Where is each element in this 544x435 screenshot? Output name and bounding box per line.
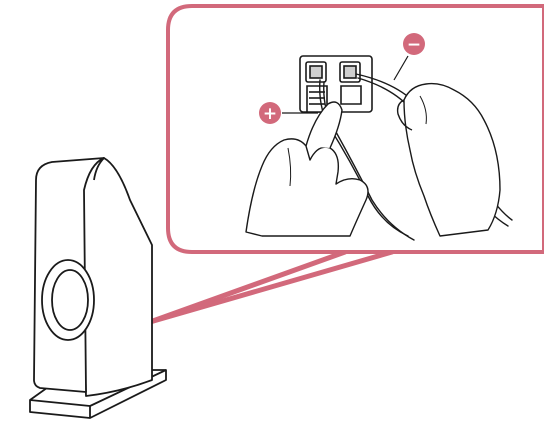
woofer-cone bbox=[51, 269, 89, 331]
right-hand bbox=[403, 82, 501, 237]
left-hand bbox=[245, 138, 369, 237]
callout-connector bbox=[147, 249, 395, 325]
plus-sign-icon: + bbox=[259, 102, 318, 124]
negative-label: − bbox=[407, 35, 421, 55]
speaker-side bbox=[79, 157, 153, 397]
minus-sign-icon: − bbox=[393, 33, 425, 81]
positive-label: + bbox=[263, 104, 277, 124]
speaker bbox=[29, 157, 167, 419]
